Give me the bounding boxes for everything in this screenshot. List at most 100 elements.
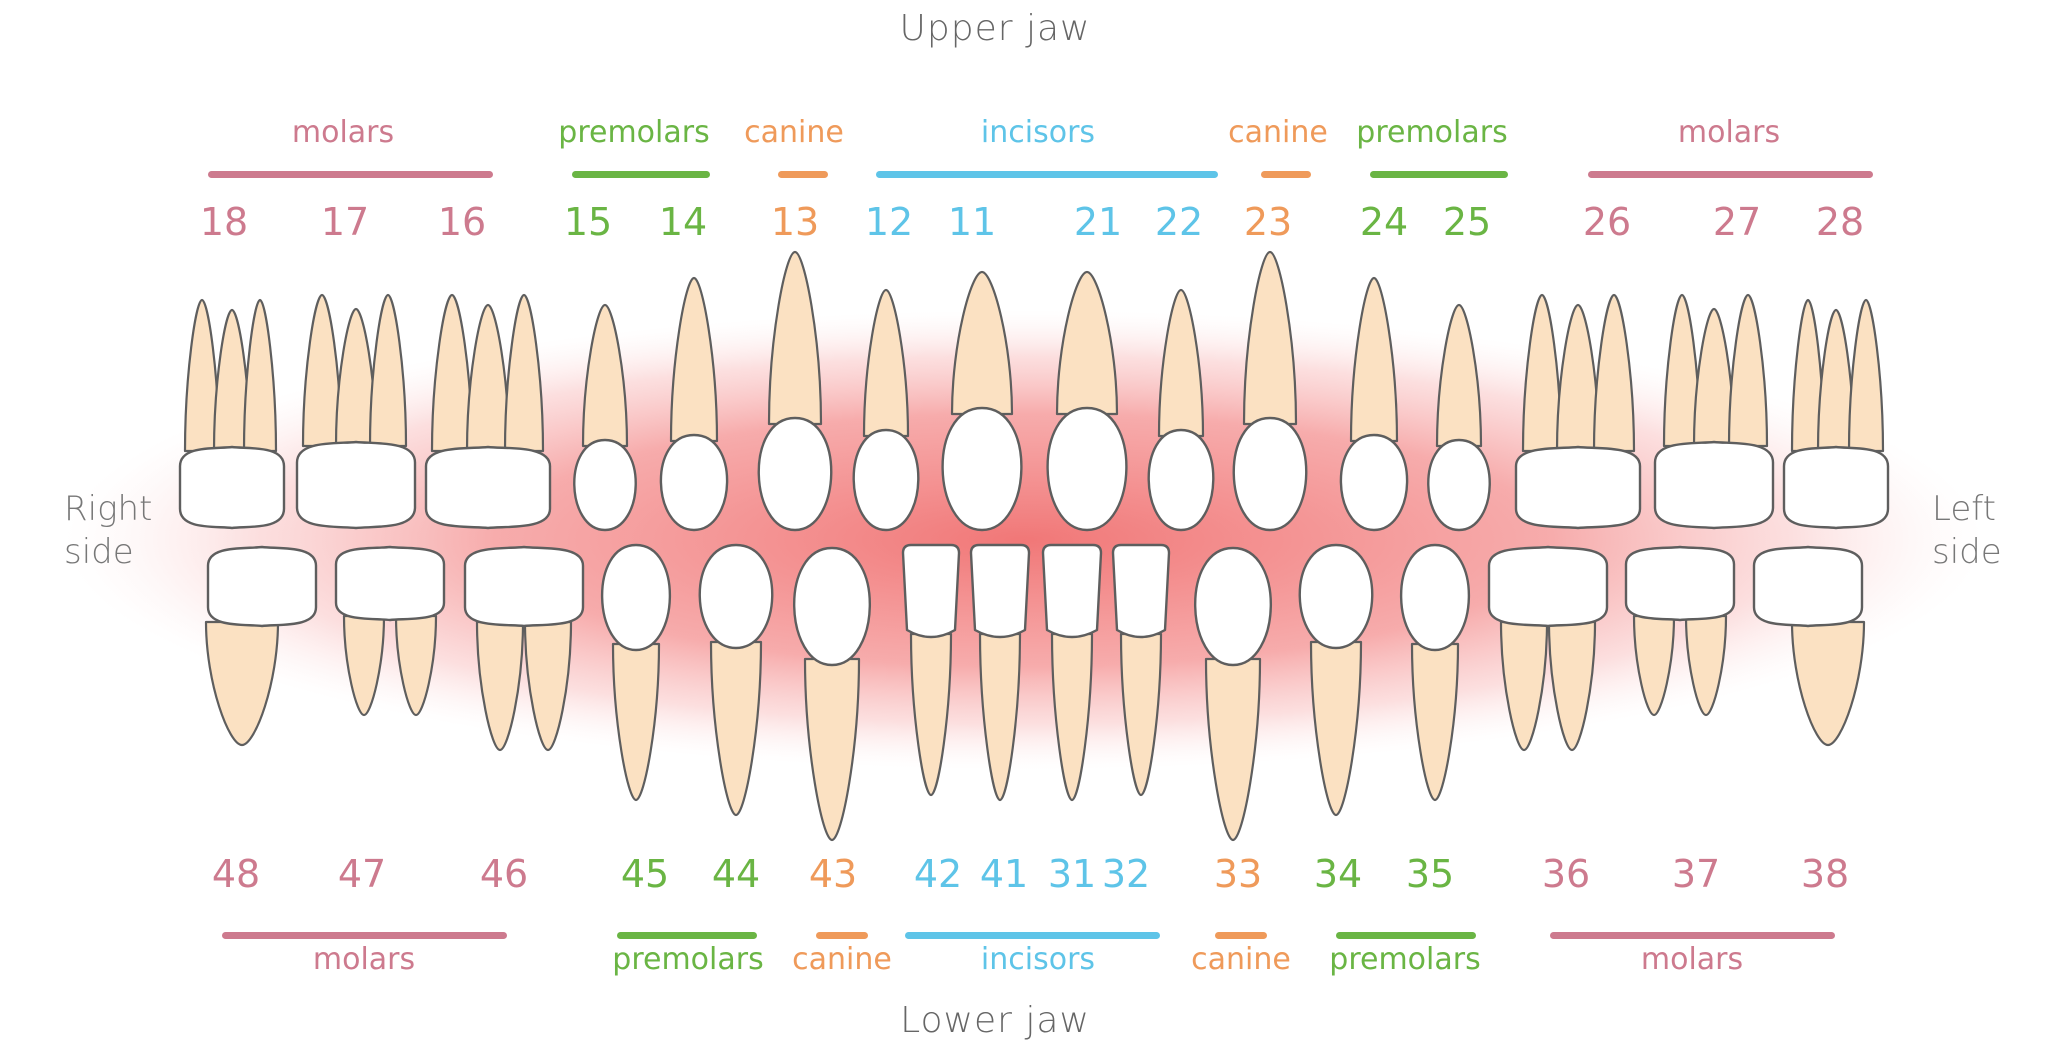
lower-group-bar (617, 932, 757, 939)
lower-group-label: premolars (1329, 942, 1481, 977)
upper-group-label: molars (291, 115, 395, 150)
tooth-root (1521, 293, 1563, 453)
tooth-crown (1041, 543, 1103, 639)
lower-tooth-number: 34 (1313, 852, 1363, 896)
lower-tooth-38 (1752, 545, 1866, 747)
upper-tooth-28 (1782, 298, 1890, 530)
tooth-root (503, 293, 545, 453)
tooth-crown (1147, 428, 1215, 532)
tooth-crown (1782, 445, 1890, 530)
lower-group-bar (1215, 932, 1267, 939)
upper-group-bar (1588, 171, 1873, 178)
lower-group-bar (1336, 932, 1476, 939)
tooth-root (581, 303, 629, 448)
tooth-root (1157, 288, 1205, 438)
upper-tooth-21 (1046, 270, 1128, 532)
lower-group-bar (816, 932, 868, 939)
tooth-root (1555, 303, 1601, 453)
tooth-root (1119, 632, 1163, 797)
upper-tooth-22 (1147, 288, 1215, 532)
lower-tooth-47 (334, 545, 446, 717)
tooth-crown (1427, 438, 1491, 532)
lower-tooth-number: 36 (1541, 852, 1591, 896)
lower-tooth-number: 48 (211, 852, 261, 896)
upper-tooth-number: 27 (1712, 200, 1762, 244)
upper-group-label: canine (744, 115, 844, 150)
lower-group-label: molars (1640, 942, 1744, 977)
tooth-crown (206, 545, 318, 628)
upper-tooth-number: 13 (770, 200, 820, 244)
upper-tooth-26 (1514, 293, 1642, 530)
lower-jaw-title: Lower jaw (900, 1000, 1090, 1041)
tooth-root (1349, 276, 1399, 443)
tooth-root (204, 620, 280, 747)
upper-group-label: molars (1677, 115, 1781, 150)
upper-tooth-11 (941, 270, 1023, 532)
upper-tooth-18 (178, 298, 286, 530)
tooth-crown (793, 546, 871, 667)
lower-group-label: incisors (980, 942, 1096, 977)
tooth-root (242, 298, 278, 453)
upper-group-label: incisors (980, 115, 1096, 150)
lower-tooth-43 (793, 546, 871, 842)
tooth-crown (1194, 546, 1272, 667)
lower-tooth-46 (463, 545, 585, 752)
tooth-root (394, 614, 438, 717)
tooth-root (1790, 620, 1866, 747)
upper-group-bar (1261, 171, 1311, 178)
tooth-crown (1624, 545, 1736, 622)
lower-tooth-32 (1111, 543, 1171, 797)
tooth-root (1847, 298, 1885, 453)
lower-tooth-number: 31 (1047, 852, 1097, 896)
tooth-root (1727, 293, 1769, 448)
lower-tooth-number: 45 (620, 852, 670, 896)
lower-tooth-number: 33 (1213, 852, 1263, 896)
tooth-root (1050, 632, 1094, 802)
upper-tooth-number: 15 (563, 200, 613, 244)
lower-tooth-41 (969, 543, 1031, 802)
upper-tooth-number: 22 (1154, 200, 1204, 244)
tooth-root (430, 293, 474, 453)
upper-group-bar (778, 171, 828, 178)
tooth-crown (295, 440, 417, 530)
tooth-root (1435, 303, 1483, 448)
upper-jaw-title: Upper jaw (899, 8, 1091, 49)
tooth-root (475, 620, 525, 752)
tooth-root (1410, 642, 1460, 802)
upper-tooth-number: 28 (1815, 200, 1865, 244)
upper-group-bar (876, 171, 1218, 178)
lower-tooth-36 (1487, 545, 1609, 752)
lower-group-label: premolars (612, 942, 764, 977)
tooth-crown (178, 445, 286, 530)
tooth-root (1204, 657, 1262, 842)
tooth-root (909, 632, 953, 797)
upper-tooth-number: 12 (864, 200, 914, 244)
lower-tooth-number: 35 (1405, 852, 1455, 896)
upper-group-bar (572, 171, 710, 178)
tooth-root (669, 276, 719, 443)
tooth-crown (1111, 543, 1171, 639)
tooth-root (1055, 270, 1119, 416)
lower-tooth-number: 44 (711, 852, 761, 896)
tooth-crown (573, 438, 637, 532)
lower-tooth-42 (901, 543, 961, 797)
tooth-crown (1046, 406, 1128, 532)
lower-tooth-33 (1194, 546, 1272, 842)
lower-tooth-number: 32 (1101, 852, 1151, 896)
lower-group-label: canine (792, 942, 892, 977)
upper-tooth-number: 24 (1359, 200, 1409, 244)
lower-group-bar (905, 932, 1160, 939)
tooth-root (368, 293, 408, 448)
lower-tooth-35 (1399, 543, 1471, 802)
tooth-root (862, 288, 910, 438)
upper-tooth-13 (757, 250, 833, 532)
tooth-crown (1339, 433, 1409, 532)
lower-tooth-48 (204, 545, 318, 747)
tooth-root (1592, 293, 1636, 453)
right-side-label: Right side (64, 488, 152, 573)
tooth-root (611, 642, 661, 802)
tooth-crown (334, 545, 446, 622)
tooth-root (978, 632, 1022, 802)
